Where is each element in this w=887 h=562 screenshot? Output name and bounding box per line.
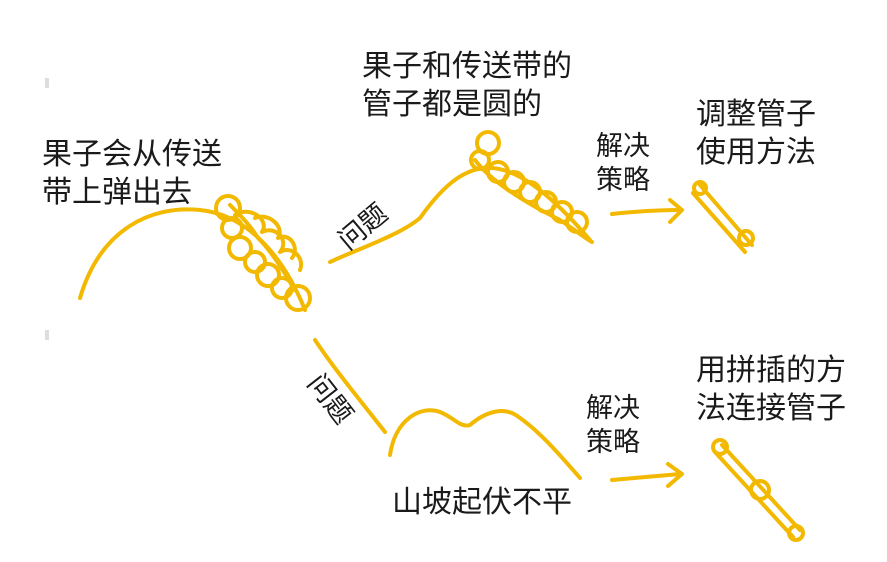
fruit-bounce-label: 果子会从传送 带上弹出去 <box>42 136 222 212</box>
solution-1-line1: 解决 <box>596 131 650 162</box>
straight-tube-icon <box>691 180 755 254</box>
solution-2-line1: 解决 <box>586 393 640 424</box>
solution-label-2: 解决 策略 <box>586 392 640 460</box>
connected-tube-icon <box>711 438 805 542</box>
adjust-tube-label: 调整管子 使用方法 <box>696 96 816 172</box>
tube-round-line1: 果子和传送带的 <box>362 49 572 84</box>
arrow-icon <box>610 198 684 224</box>
plug-connect-line2: 法连接管子 <box>696 391 846 426</box>
fruit-bounce-line2: 带上弹出去 <box>42 175 192 210</box>
adjust-tube-line2: 使用方法 <box>696 135 816 170</box>
bumpy-hill-icon <box>388 408 582 480</box>
solution-1-line2: 策略 <box>596 165 650 196</box>
tick-mark <box>45 330 49 340</box>
tube-round-label: 果子和传送带的 管子都是圆的 <box>362 48 572 124</box>
solution-2-line2: 策略 <box>586 427 640 458</box>
plug-connect-label: 用拼插的方 法连接管子 <box>696 352 846 428</box>
adjust-tube-line1: 调整管子 <box>696 97 816 132</box>
plug-connect-line1: 用拼插的方 <box>696 353 846 388</box>
curve-with-fruits-icon <box>78 194 312 312</box>
tube-round-line2: 管子都是圆的 <box>362 87 542 122</box>
solution-label-1: 解决 策略 <box>596 130 650 198</box>
arrow-icon <box>610 462 684 488</box>
bumpy-slope-label: 山坡起伏不平 <box>392 485 572 520</box>
tick-mark <box>45 78 49 88</box>
problem-line <box>313 338 387 434</box>
fruit-bounce-line1: 果子会从传送 <box>42 137 222 172</box>
hill-conveyor-icon <box>328 130 594 264</box>
